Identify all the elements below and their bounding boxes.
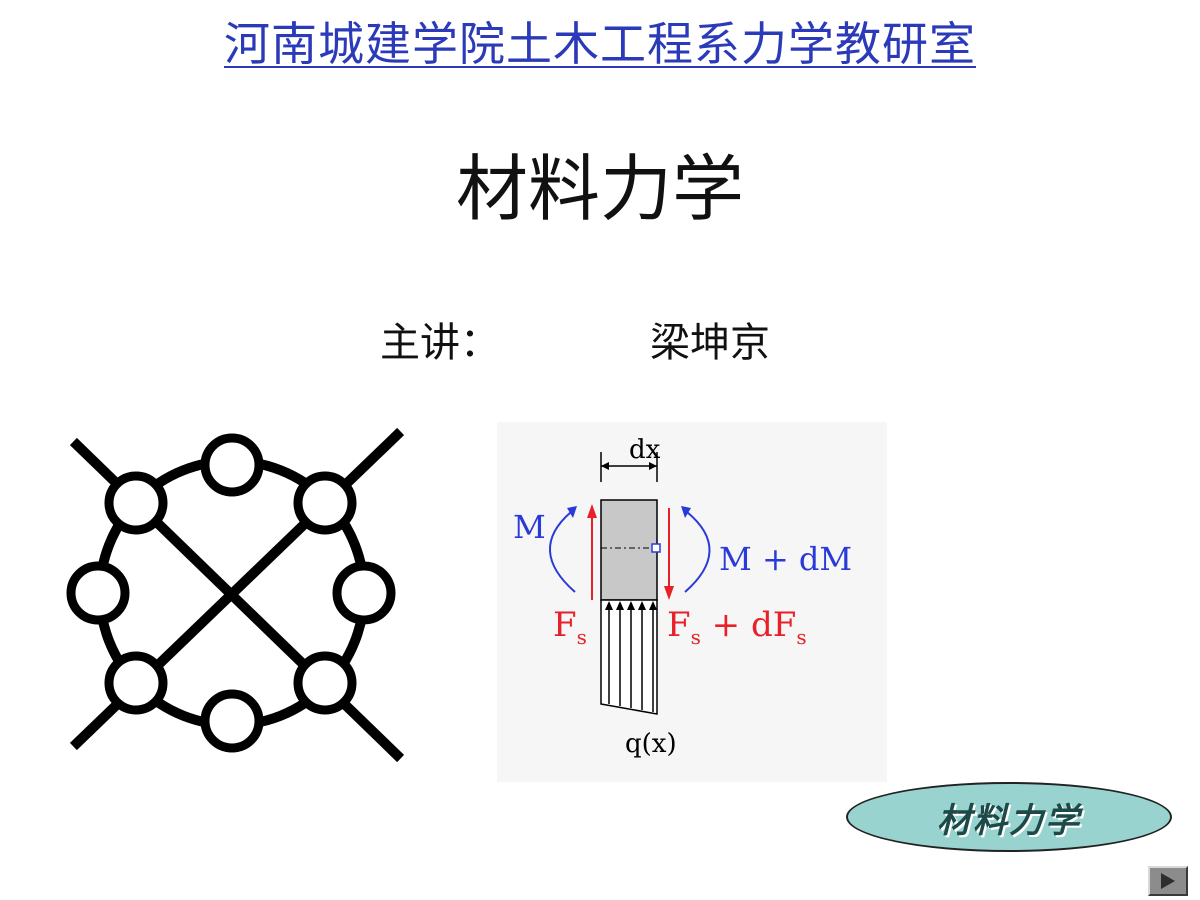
shear-right-increment-subscript: s xyxy=(796,625,806,649)
beam-slice xyxy=(600,499,658,601)
moment-left-label: M xyxy=(513,508,546,546)
svg-text:Fs: Fs xyxy=(553,605,587,649)
dx-label: dx xyxy=(629,435,661,465)
course-badge-ellipse[interactable]: 材料力学 xyxy=(846,782,1172,852)
lecturer-name: 梁坤京 xyxy=(650,320,770,366)
triangle-right-icon xyxy=(1161,873,1175,889)
course-badge[interactable]: 材料力学 xyxy=(846,782,1174,854)
load-label: q(x) xyxy=(625,729,677,759)
next-slide-button[interactable] xyxy=(1148,866,1188,896)
shear-left-subscript: s xyxy=(577,625,587,649)
svg-text:Fs + dFs: Fs + dFs xyxy=(667,605,807,649)
moment-right-label: M + dM xyxy=(719,540,852,578)
institution-link[interactable]: 河南城建学院土木工程系力学教研室 xyxy=(224,17,976,71)
shear-left-label: F xyxy=(553,605,577,645)
course-badge-label: 材料力学 xyxy=(937,800,1081,841)
shear-right-label: F xyxy=(667,605,691,645)
lecturer-label: 主讲： xyxy=(380,320,500,366)
mechanics-logo-icon xyxy=(66,427,405,763)
beam-element-diagram: dx M M + dM Fs Fs + dFs q(x) xyxy=(497,422,887,782)
shear-right-increment: + dF xyxy=(701,605,796,645)
shear-right-subscript: s xyxy=(691,625,701,649)
page-title: 材料力学 xyxy=(455,147,744,231)
